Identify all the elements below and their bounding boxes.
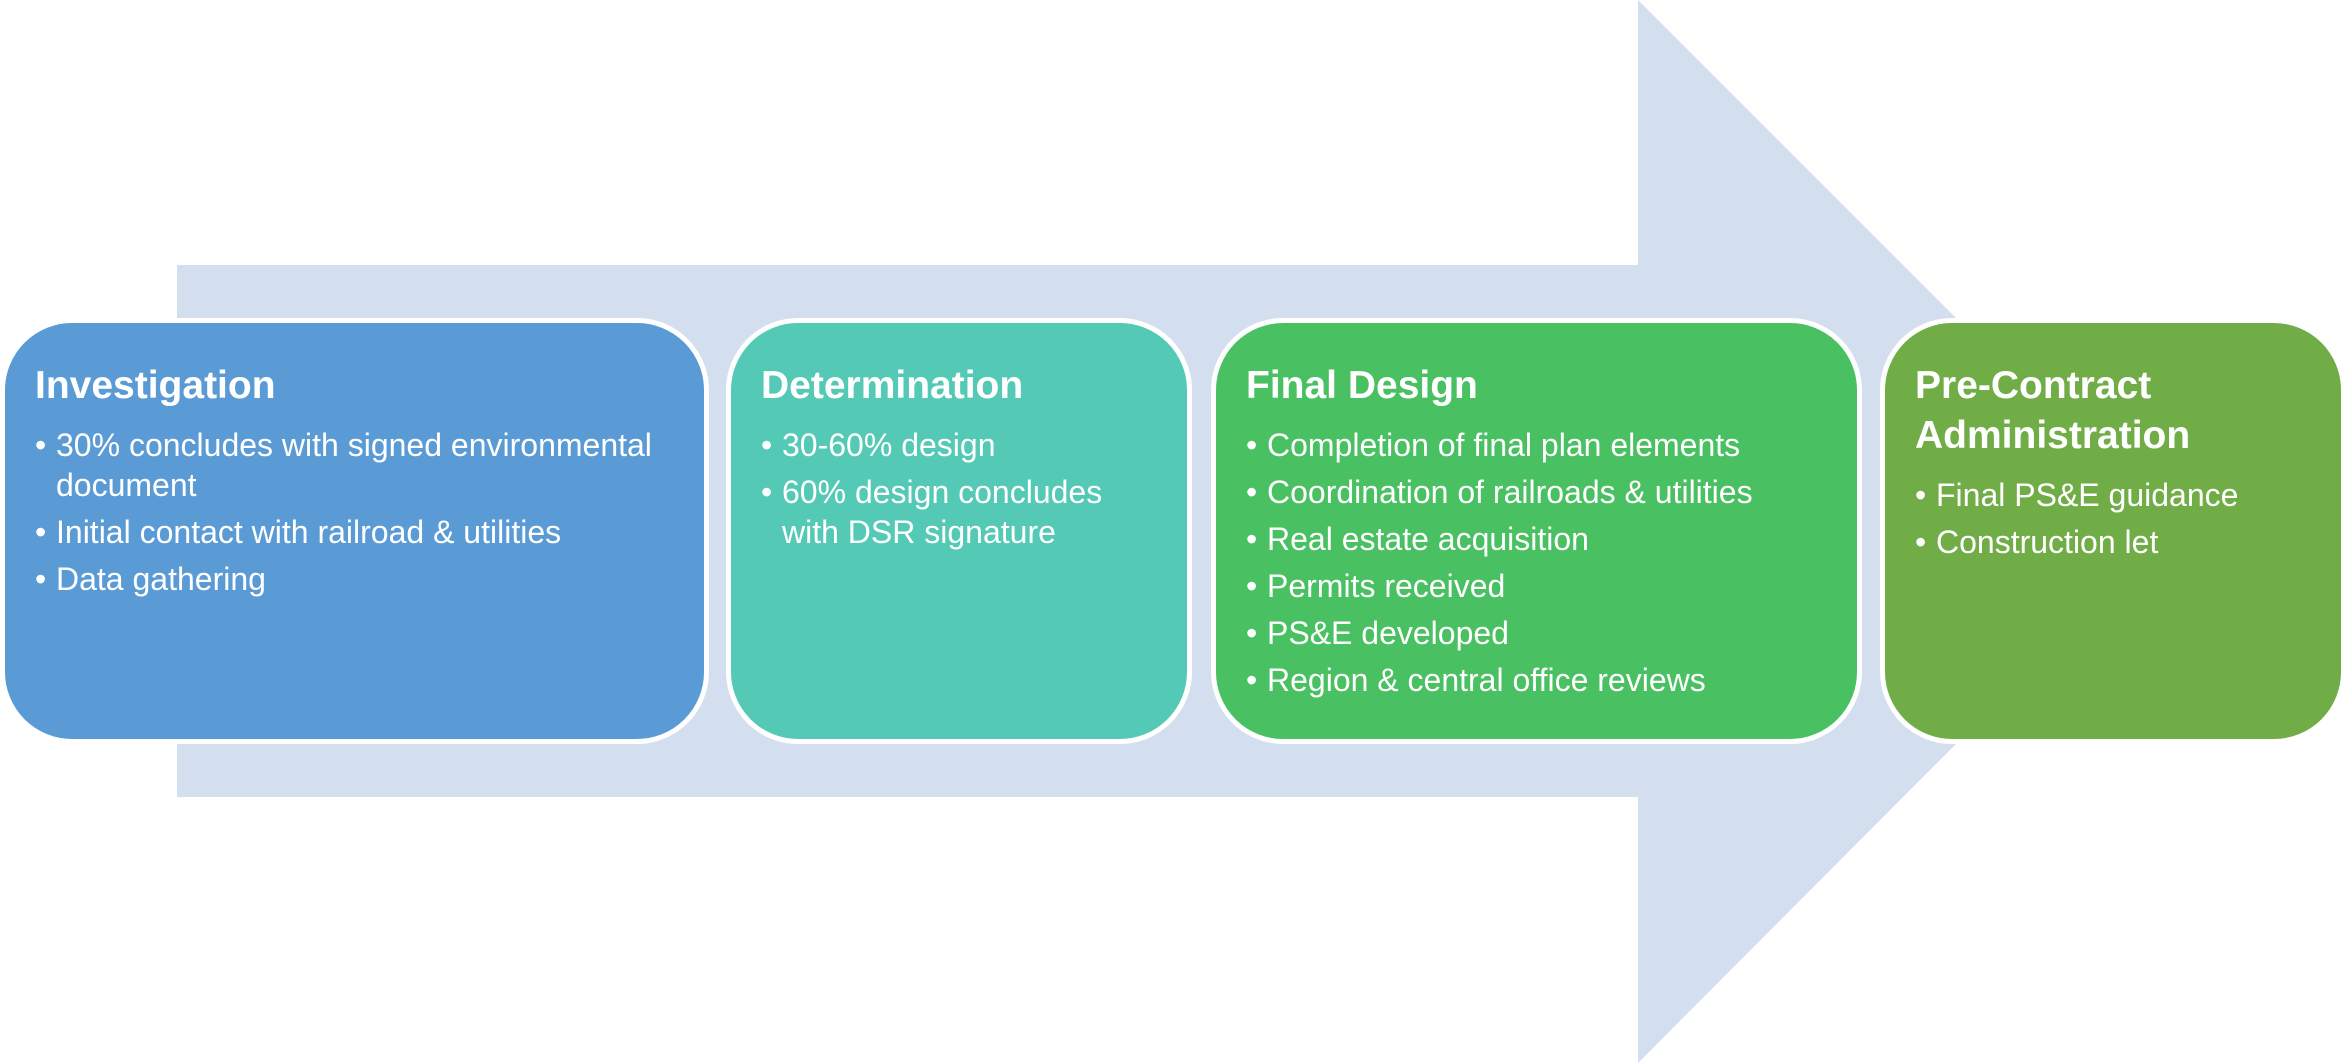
list-item: •Initial contact with railroad & utiliti… <box>35 512 674 552</box>
list-item: •Construction let <box>1915 522 2311 562</box>
bullet-icon: • <box>35 561 47 597</box>
list-item: •60% design concludes with DSR signature <box>761 472 1157 552</box>
bullet-text: Permits received <box>1267 568 1506 604</box>
bullet-text: Initial contact with railroad & utilitie… <box>56 514 562 550</box>
list-item: •Data gathering <box>35 559 674 599</box>
bullet-icon: • <box>1246 474 1258 510</box>
bullet-text: Construction let <box>1936 524 2159 560</box>
bullet-icon: • <box>761 427 773 463</box>
bullet-icon: • <box>761 474 773 510</box>
stage-pre-contract-administration: Pre-Contract Administration •Final PS&E … <box>1880 318 2346 744</box>
bullet-text: 30-60% design <box>782 427 996 463</box>
stage-investigation: Investigation •30% concludes with signed… <box>0 318 709 744</box>
list-item: •Completion of final plan elements <box>1246 425 1827 465</box>
list-item: •PS&E developed <box>1246 613 1827 653</box>
list-item: •30-60% design <box>761 425 1157 465</box>
bullet-icon: • <box>1246 427 1258 463</box>
bullet-list: •Completion of final plan elements •Coor… <box>1246 425 1827 700</box>
list-item: •Coordination of railroads & utilities <box>1246 472 1827 512</box>
bullet-text: 30% concludes with signed environmental … <box>56 427 652 503</box>
bullet-icon: • <box>35 427 47 463</box>
bullet-icon: • <box>1246 521 1258 557</box>
bullet-list: •30-60% design •60% design concludes wit… <box>761 425 1157 552</box>
bullet-icon: • <box>1915 477 1927 513</box>
bullet-text: Completion of final plan elements <box>1267 427 1741 463</box>
bullet-icon: • <box>35 514 47 550</box>
bullet-text: Coordination of railroads & utilities <box>1267 474 1753 510</box>
list-item: •Region & central office reviews <box>1246 660 1827 700</box>
bullet-icon: • <box>1246 568 1258 604</box>
bullet-text: PS&E developed <box>1267 615 1509 651</box>
bullet-list: •Final PS&E guidance •Construction let <box>1915 475 2311 562</box>
list-item: •Final PS&E guidance <box>1915 475 2311 515</box>
stage-title: Final Design <box>1246 364 1478 407</box>
bullet-text: Real estate acquisition <box>1267 521 1589 557</box>
list-item: •Real estate acquisition <box>1246 519 1827 559</box>
bullet-list: •30% concludes with signed environmental… <box>35 425 674 599</box>
stage-determination: Determination •30-60% design •60% design… <box>726 318 1192 744</box>
list-item: •Permits received <box>1246 566 1827 606</box>
bullet-icon: • <box>1246 615 1258 651</box>
bullet-text: Region & central office reviews <box>1267 662 1706 698</box>
bullet-icon: • <box>1246 662 1258 698</box>
list-item: •30% concludes with signed environmental… <box>35 425 674 505</box>
bullet-icon: • <box>1915 524 1927 560</box>
bullet-text: 60% design concludes with DSR signature <box>782 474 1103 550</box>
stage-title: Investigation <box>35 364 276 407</box>
bullet-text: Data gathering <box>56 561 266 597</box>
stage-title: Pre-Contract Administration <box>1915 364 2191 457</box>
stage-final-design: Final Design •Completion of final plan e… <box>1211 318 1862 744</box>
bullet-text: Final PS&E guidance <box>1936 477 2239 513</box>
stage-title: Determination <box>761 364 1024 407</box>
